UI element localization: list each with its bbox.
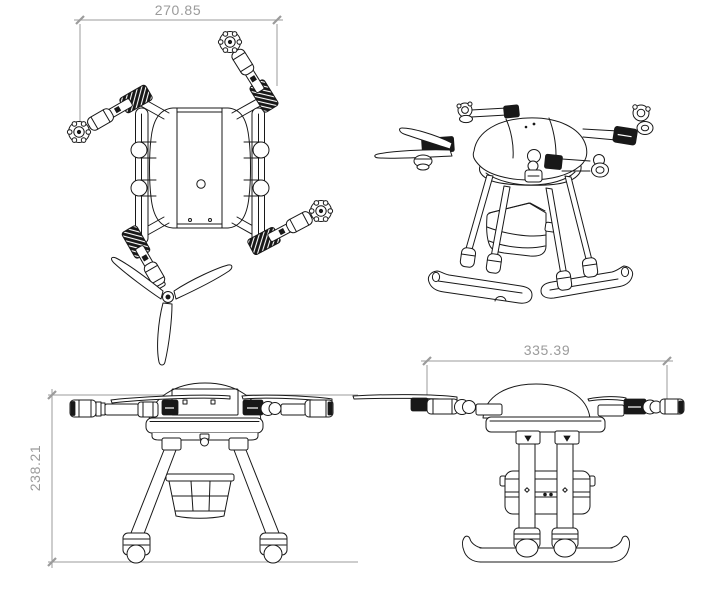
- front-feet: [122, 532, 288, 564]
- propeller-top-view: [111, 256, 233, 366]
- front-arm-left: [69, 399, 179, 418]
- front-payload-basket: [165, 473, 235, 519]
- iso-arm-front-right: [544, 153, 609, 178]
- iso-folded-prop-blade: [374, 149, 453, 159]
- iso-leg-boots: [459, 247, 599, 291]
- side-arm-left: [410, 397, 503, 416]
- side-folded-prop-right: [587, 396, 627, 402]
- iso-landing-legs: [464, 174, 594, 277]
- isometric-view: [374, 101, 654, 304]
- dimension-side-width: 335.39: [421, 342, 673, 401]
- side-body-tray: [485, 416, 606, 433]
- iso-landing-skids: [427, 265, 634, 304]
- side-feet: [513, 527, 579, 558]
- iso-arm-back-right: [582, 104, 654, 146]
- side-arm-right: [597, 398, 685, 417]
- top-view-body: [149, 107, 251, 229]
- front-folded-prop-left: [110, 394, 231, 404]
- motor-pod-right: [308, 200, 334, 222]
- side-view: [352, 383, 685, 563]
- folded-arm-bottom-right: [267, 211, 313, 242]
- iso-arm-back-left: [456, 101, 520, 124]
- side-landing-skid: [462, 535, 630, 563]
- front-arm-right: [242, 399, 334, 418]
- motor-pod-top: [217, 31, 243, 53]
- dimension-label-top-width: 270.85: [155, 2, 201, 18]
- iso-folded-prop-blade: [399, 127, 453, 150]
- dimension-label-front-height: 238.21: [27, 445, 43, 491]
- front-view: [69, 382, 334, 564]
- side-body-dome: [482, 383, 591, 419]
- side-payload-box: [499, 470, 596, 515]
- dimension-front-height: 238.21: [27, 389, 358, 568]
- iso-arm-front-left: [374, 127, 455, 171]
- top-view-cross-tubes: [130, 141, 270, 197]
- folded-arm-bottom-left: [135, 245, 166, 290]
- front-sensor: [200, 437, 209, 447]
- top-view: [66, 31, 334, 366]
- dimension-label-side-width: 335.39: [524, 342, 570, 358]
- folded-arm-top-right: [231, 48, 265, 94]
- side-landing-legs: [515, 430, 580, 537]
- dimension-top-width: 270.85: [74, 2, 283, 124]
- body-center-hole: [196, 179, 206, 189]
- folded-arm-top-left: [87, 98, 133, 131]
- iso-gimbal: [524, 149, 543, 183]
- motor-pod-left: [66, 121, 92, 143]
